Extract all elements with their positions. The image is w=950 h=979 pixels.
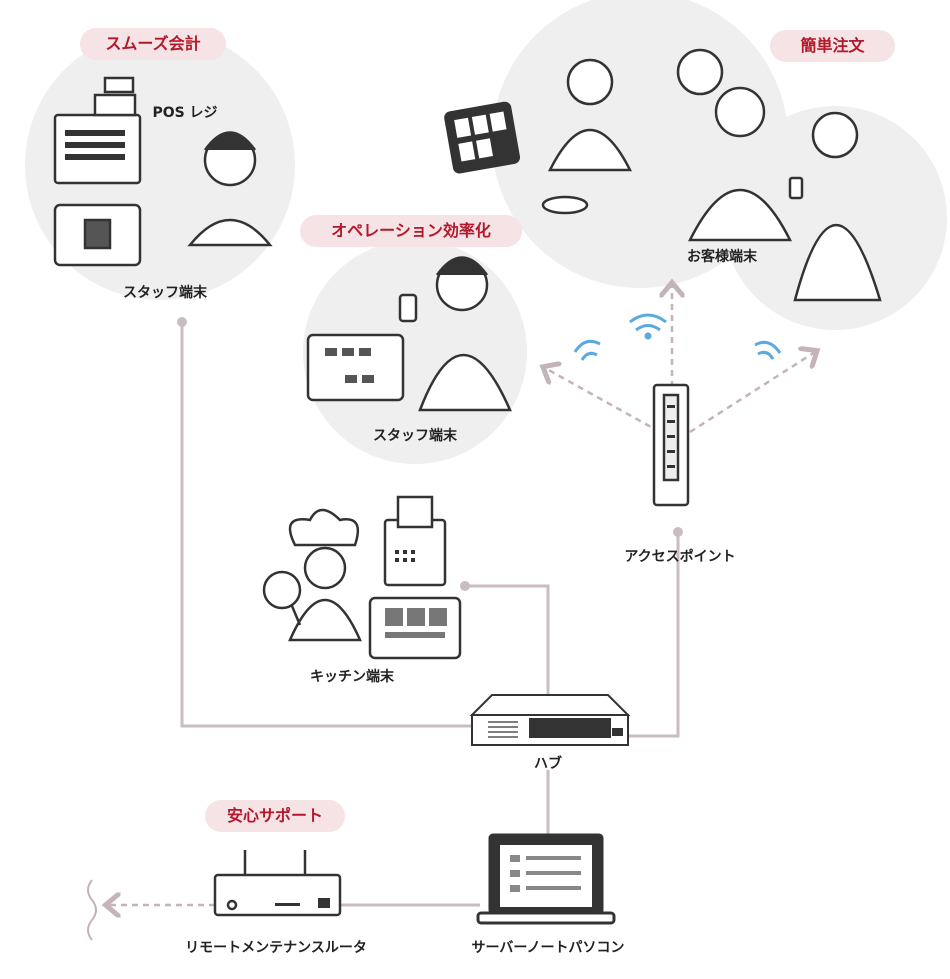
hub-icon [469,694,631,746]
pill-operation-efficiency: オペレーション効率化 [300,215,522,247]
customer-tablet-icon [444,101,521,174]
network-cables [180,322,680,907]
access-point-icon [652,383,690,507]
staff-tablet-icon [306,333,405,402]
server-laptop-label: サーバーノートパソコン [471,940,625,956]
staff-person-icon-2 [398,256,512,412]
customer-terminal-label: お客様端末 [687,249,757,265]
qr-tablet-icon [53,203,142,267]
kitchen-printer-icon [383,495,447,587]
staff-terminal-label-1: スタッフ端末 [123,285,207,301]
remote-squiggle-icon [87,879,97,941]
staff-terminal-label-2: スタッフ端末 [373,428,457,444]
kitchen-terminal-label: キッチン端末 [310,669,394,685]
chef-icon [262,508,362,642]
staff-person-icon [187,131,273,247]
hub-label: ハブ [534,756,562,772]
customers-illustration [541,48,882,302]
router-label: リモートメンテナンスルータ [185,940,367,956]
wifi-icons [573,313,782,361]
pill-easy-order: 簡単注文 [770,30,895,62]
pill-smooth-checkout: スムーズ会計 [80,28,226,60]
pos-register-icon [53,76,142,185]
router-icon [213,850,342,917]
kitchen-tablet-icon [368,596,462,660]
customer-circle-2 [723,106,947,330]
access-point-label: アクセスポイント [624,549,736,565]
pos-label: POS レジ [152,105,218,121]
laptop-icon [476,833,616,925]
pill-support: 安心サポート [205,800,345,832]
